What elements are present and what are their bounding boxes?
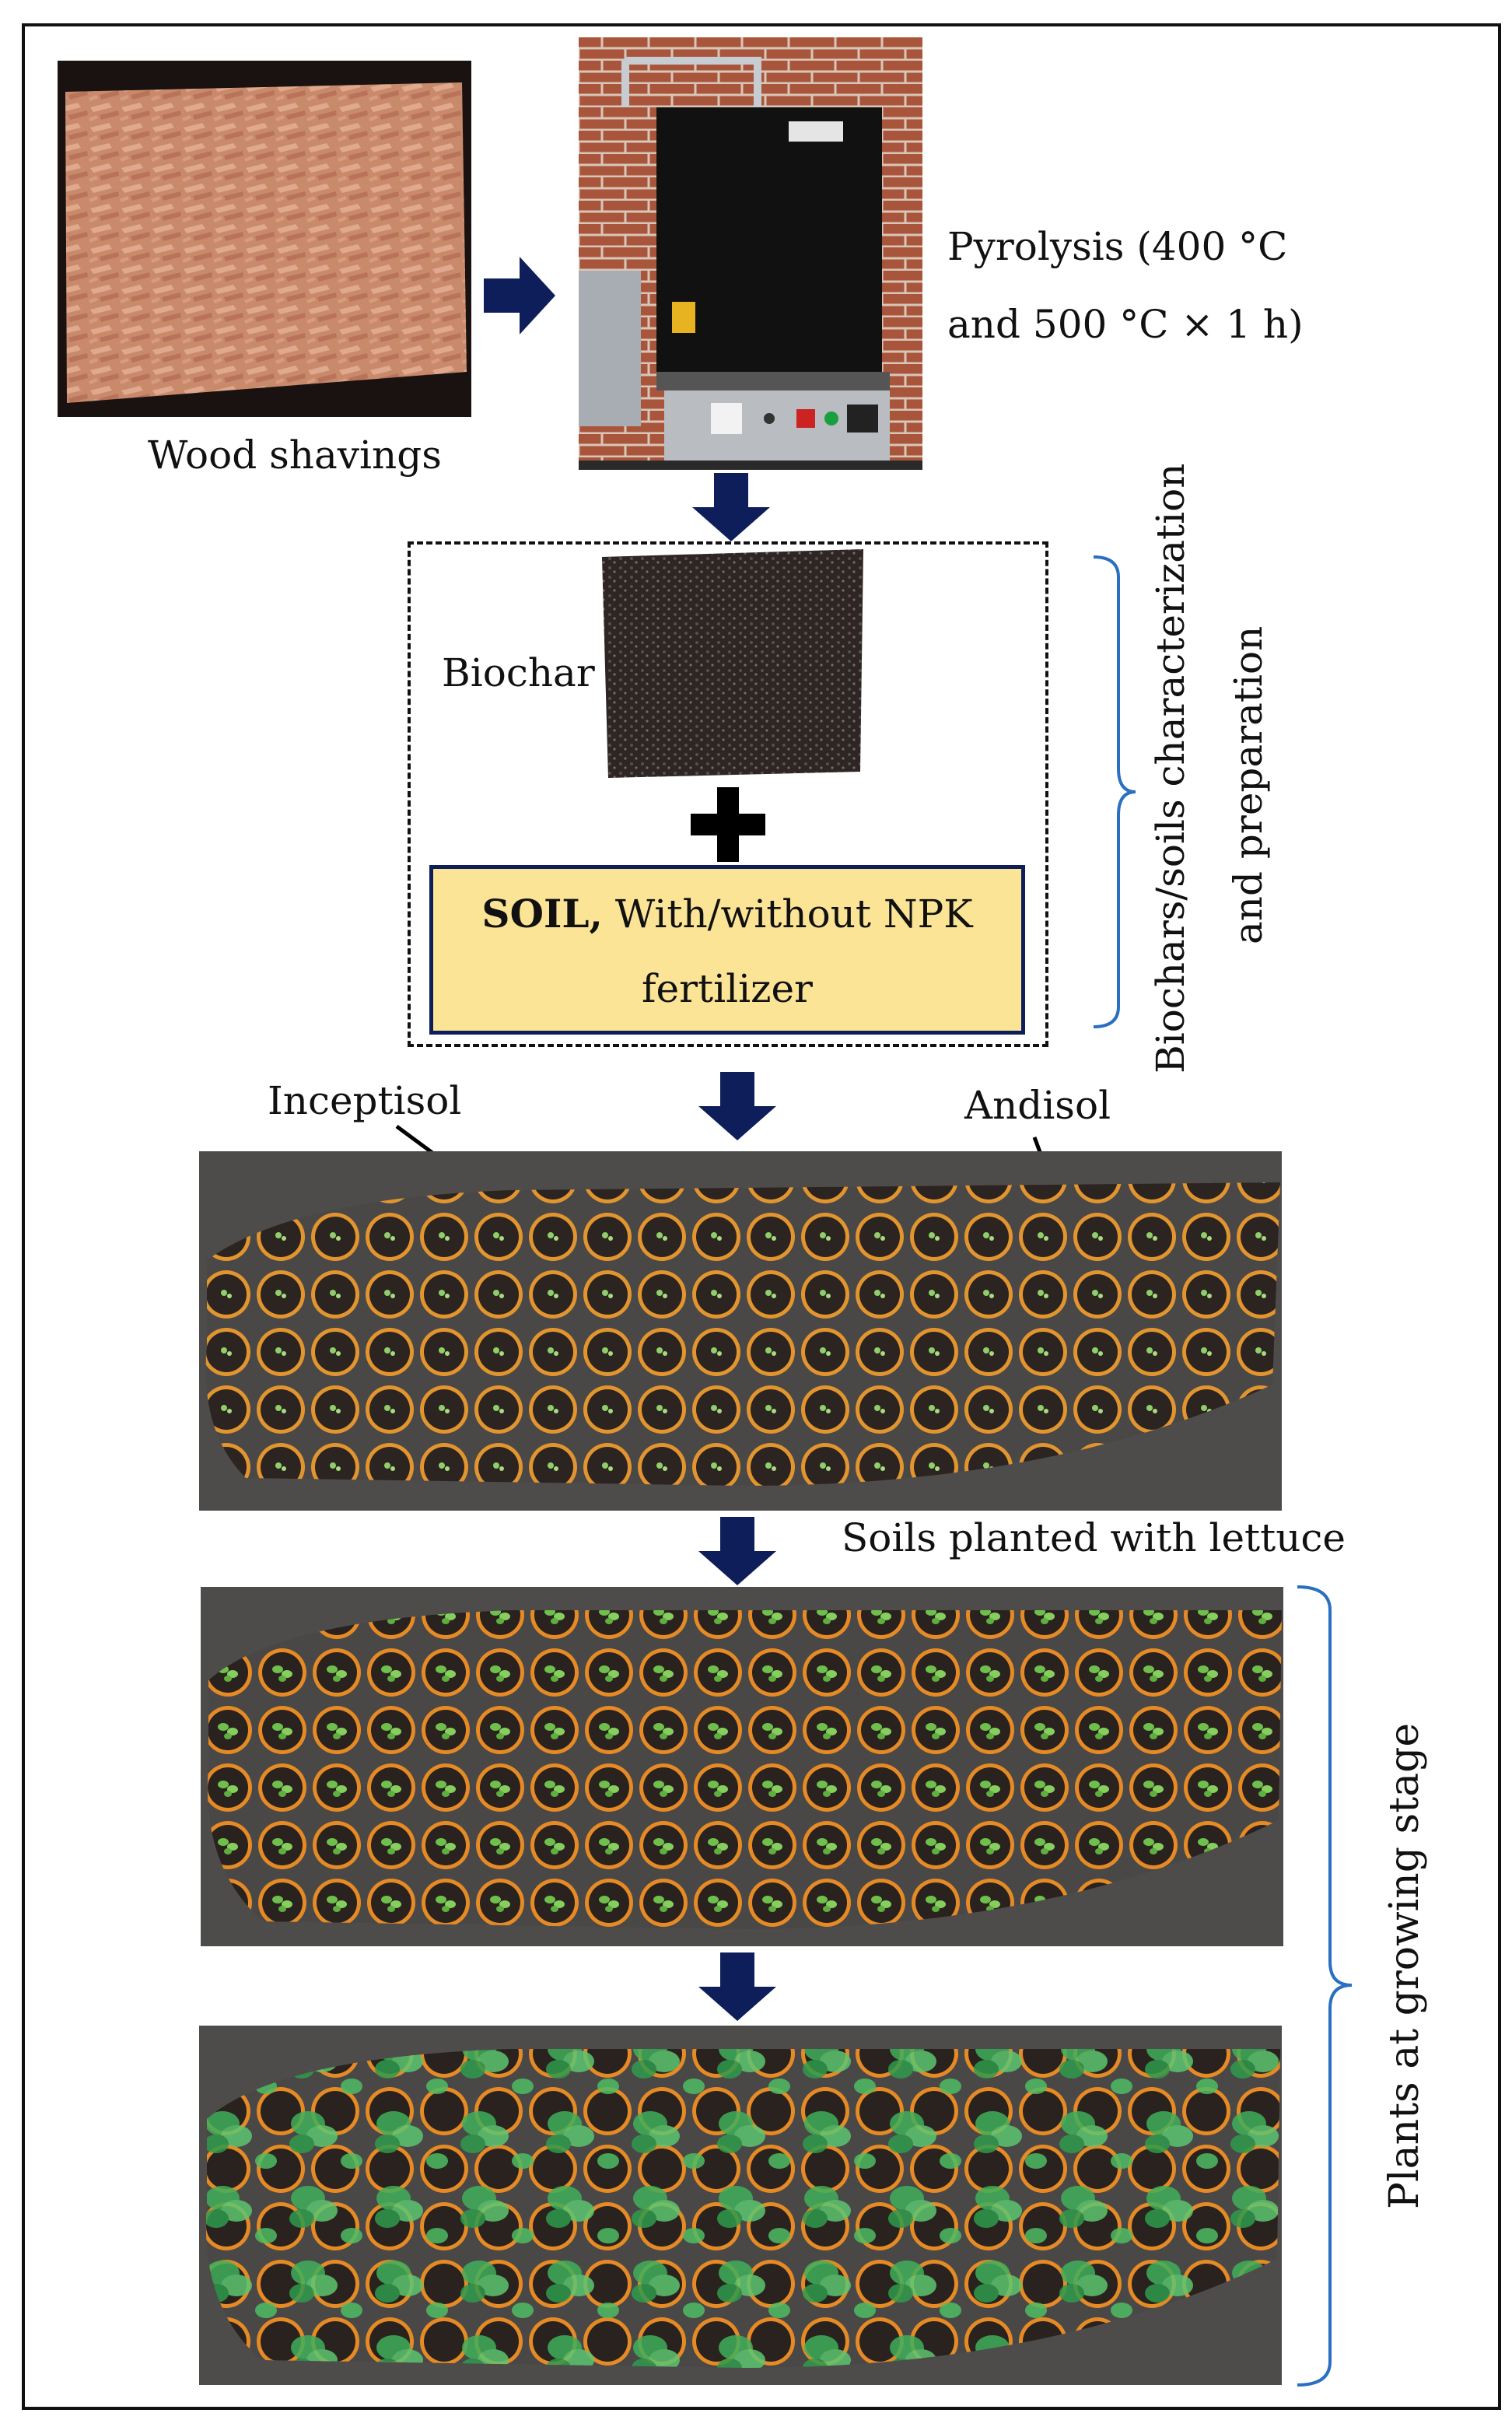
- arrow-down-1: [692, 473, 770, 541]
- wood-shavings-label: Wood shavings: [148, 433, 442, 478]
- growing-stage-label: Plants at growing stage: [1381, 1722, 1428, 2209]
- arrow-right-1: [484, 257, 555, 334]
- planted-label: Soils planted with lettuce: [842, 1515, 1346, 1560]
- brace-characterization: [1093, 555, 1136, 1028]
- pots-photo-young-plants: [201, 1587, 1283, 1946]
- pyrolysis-label-line1: Pyrolysis (400 °C: [947, 224, 1288, 269]
- wood-shavings-photo: [58, 61, 471, 417]
- andisol-label: Andisol: [964, 1083, 1111, 1128]
- arrow-down-2: [698, 1072, 776, 1140]
- brace-characterization-label-line1: Biochars/soils characterization: [1148, 463, 1193, 1073]
- plus-icon: [691, 787, 765, 862]
- pots-photo-seedlings: [199, 1151, 1282, 1511]
- soil-box-line2: fertilizer: [642, 966, 813, 1011]
- inceptisol-label: Inceptisol: [268, 1078, 462, 1123]
- soil-box-bold: SOIL,: [481, 891, 603, 937]
- biochar-photo: [596, 546, 866, 779]
- pots-photo-grown-plants: [199, 2026, 1282, 2385]
- pyrolysis-label-line2: and 500 °C × 1 h): [947, 302, 1304, 347]
- biochar-label: Biochar: [442, 650, 595, 695]
- figure-frame: [22, 23, 1501, 2410]
- soil-box: SOIL, With/without NPK fertilizer: [429, 865, 1025, 1035]
- arrow-down-3: [698, 1517, 776, 1585]
- biochar-soil-dashed-box: [408, 541, 1048, 1047]
- pyrolysis-furnace-photo: [579, 37, 922, 470]
- soil-box-text: With/without NPK: [602, 891, 973, 937]
- brace-growing-stage: [1297, 1585, 1353, 2387]
- arrow-down-4: [698, 1952, 776, 2021]
- brace-characterization-label-line2: and preparation: [1226, 625, 1271, 944]
